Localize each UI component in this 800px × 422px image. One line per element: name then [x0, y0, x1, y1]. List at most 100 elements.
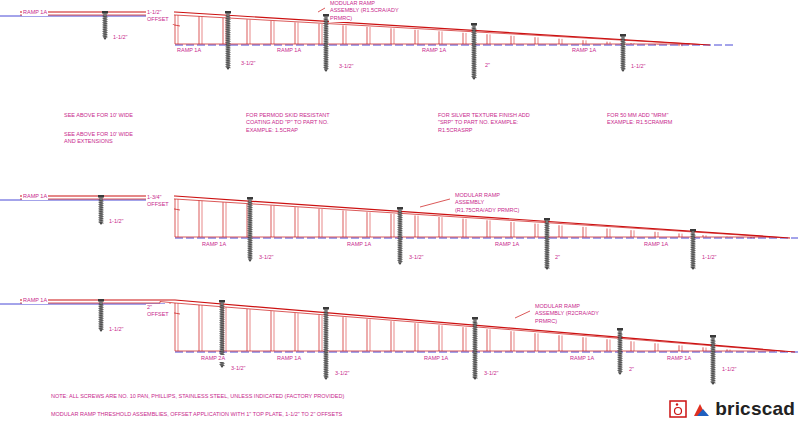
annotation-label: 3-1/2": [258, 254, 275, 261]
annotation-label: MODULAR RAMP ASSEMBLY (R1.75CRA/ADY PRMR…: [454, 192, 526, 214]
ramp-rib: [655, 343, 656, 351]
ramp-rib: [199, 16, 200, 44]
screw: [98, 299, 104, 332]
annotation-label: 1-1/2": [112, 34, 129, 41]
ramp-rib: [490, 221, 491, 237]
ramp-rib: [487, 220, 488, 237]
ramp-rib: [415, 30, 416, 44]
ramp-rib: [466, 327, 467, 351]
ramp-rib: [538, 37, 539, 44]
screw: [471, 23, 477, 80]
ramp-rib: [610, 229, 611, 237]
ramp-rib: [727, 236, 728, 237]
ramp-rib: [274, 311, 275, 351]
ramp-rib: [535, 333, 536, 351]
ramp-rib: [322, 209, 323, 237]
ramp-rib: [634, 230, 635, 237]
ramp-rib: [271, 311, 272, 351]
ramp-rib: [319, 24, 320, 44]
ramp-rib: [607, 339, 608, 351]
annotation-label: RAMP 1A: [176, 47, 202, 54]
ramp-rib: [250, 309, 251, 351]
screw: [102, 11, 108, 40]
ramp-rib: [439, 325, 440, 351]
ramp-rib: [175, 15, 176, 44]
annotation-label: 1-1/2": [108, 326, 125, 333]
annotation-label: RAMP 1A: [22, 9, 48, 16]
ramp-rib: [586, 40, 587, 44]
annotation-label: 1-1/2" OFFSET: [146, 9, 174, 24]
ramp-assembly: [0, 299, 798, 385]
ramp-rib: [223, 202, 224, 237]
ramp-rib: [586, 227, 587, 237]
annotation-label: RAMP 1A: [276, 47, 302, 54]
ramp-rib: [202, 305, 203, 351]
annotation-label: 1-1/2": [108, 218, 125, 225]
ramp-rib: [703, 235, 704, 237]
ramp-rib: [538, 224, 539, 237]
screw: [544, 218, 550, 270]
annotation-label: 1-3/4" OFFSET: [146, 194, 174, 209]
ramp-rib: [706, 235, 707, 237]
ramp-rib: [322, 315, 323, 351]
annotation-label: SEE ABOVE FOR 10' WIDE: [63, 112, 134, 119]
ramp-rib: [682, 234, 683, 237]
ramp-rib: [559, 39, 560, 44]
screw: [690, 229, 696, 270]
floor-line: [175, 352, 798, 353]
ramp-rib: [490, 34, 491, 44]
ramp-rib: [463, 327, 464, 351]
annotation-label: 3-1/2": [338, 63, 355, 70]
ramp-rib: [418, 323, 419, 351]
ramp-rib: [463, 33, 464, 44]
annotation-label: MODULAR RAMP ASSEMBLY (R2CRA/ADY PRMRC): [534, 303, 606, 325]
ramp-rib: [466, 33, 467, 44]
ramp-rib: [610, 42, 611, 44]
ramp-rib: [586, 337, 587, 351]
ramp-rib: [178, 303, 179, 351]
annotation-label: FOR 50 MM ADD "MRM" EXAMPLE: R1.5CRAMRM: [606, 112, 688, 127]
ramp-rib: [754, 237, 755, 239]
ramp-rib: [178, 15, 179, 44]
ramp-rib: [682, 44, 683, 46]
annotation-label: 2": [554, 254, 561, 261]
leader-line: [515, 311, 530, 318]
ramp-rib: [511, 36, 512, 44]
ramp-top-surface: [20, 196, 790, 238]
screw: [710, 335, 716, 385]
ramp-rib: [754, 351, 755, 353]
screw: [323, 307, 329, 380]
ramp-rib: [679, 44, 680, 46]
ramp-rib: [583, 227, 584, 237]
floor-line: [175, 238, 798, 239]
annotation-label: MODULAR RAMP THRESHOLD ASSEMBLIES, OFFSE…: [50, 411, 343, 418]
ramp-base: [175, 237, 770, 238]
ramp-rib: [370, 27, 371, 44]
ramp-rib: [418, 216, 419, 237]
ramp-rib: [535, 224, 536, 237]
ramp-rib: [511, 331, 512, 351]
annotation-label: 3-1/2": [230, 365, 247, 372]
annotation-label: RAMP 1A: [276, 355, 302, 362]
annotation-label: 3-1/2": [483, 370, 500, 377]
ramp-rib: [487, 329, 488, 351]
ramp-rib: [343, 25, 344, 44]
ramp-rib: [607, 42, 608, 44]
ramp-rib: [490, 329, 491, 351]
ramp-rib: [562, 225, 563, 237]
ramp-rib: [346, 26, 347, 44]
ramp-rib: [343, 317, 344, 351]
screw: [397, 207, 403, 265]
annotation-label: RAMP 1A: [22, 193, 48, 200]
ramp-rib: [655, 232, 656, 237]
ramp-rib: [202, 201, 203, 237]
ramp-rib: [631, 341, 632, 351]
ramp-rib: [226, 202, 227, 237]
ramp-rib: [562, 39, 563, 44]
ramp-rib: [319, 209, 320, 237]
annotation-label: RAMP 1A: [569, 355, 595, 362]
ramp-rib: [487, 34, 488, 44]
ramp-rib: [559, 335, 560, 351]
ramp-rib: [226, 307, 227, 351]
annotation-label: 3-1/2": [334, 370, 351, 377]
